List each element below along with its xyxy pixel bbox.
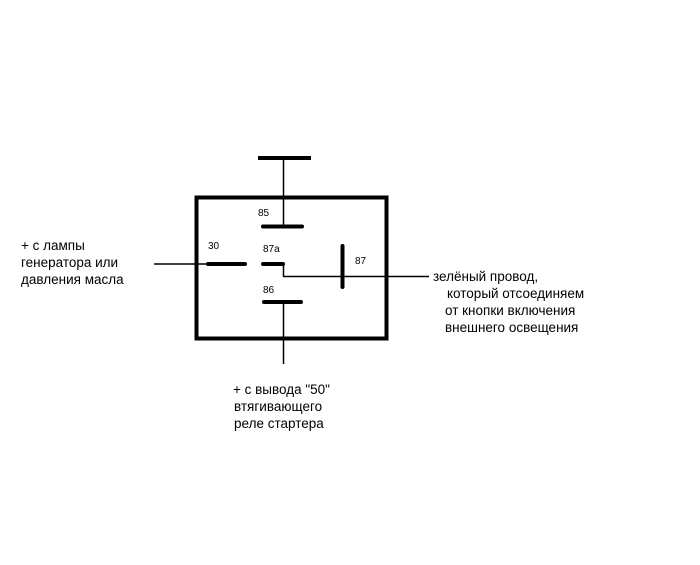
- bottom-annotation: + с вывода "50" втягивающего реле старте…: [233, 381, 330, 432]
- left-annotation-line-1: + с лампы: [21, 238, 85, 253]
- relay-housing: [194, 195, 389, 341]
- pin-87-label: 87: [355, 256, 367, 267]
- bottom-annotation-line-3: реле стартера: [234, 416, 324, 431]
- right-annotation-line-1: зелёный провод,: [433, 269, 539, 284]
- left-annotation-line-2: генератора или: [21, 255, 119, 270]
- pin-86-label: 86: [263, 285, 275, 296]
- right-annotation: зелёный провод, который отсоединяем от к…: [433, 268, 584, 336]
- right-annotation-line-3: от кнопки включения: [445, 303, 576, 318]
- pin-87a-label: 87a: [263, 244, 280, 255]
- right-annotation-line-2: который отсоединяем: [447, 286, 585, 301]
- left-annotation: + с лампы генератора или давления масла: [21, 237, 124, 288]
- right-annotation-line-4: внешнего освещения: [445, 320, 579, 335]
- left-annotation-line-3: давления масла: [21, 272, 124, 287]
- pin-30-label: 30: [208, 241, 220, 252]
- bottom-annotation-line-1: + с вывода "50": [233, 382, 330, 397]
- pin-85-label: 85: [258, 208, 270, 219]
- bottom-annotation-line-2: втягивающего: [234, 399, 323, 414]
